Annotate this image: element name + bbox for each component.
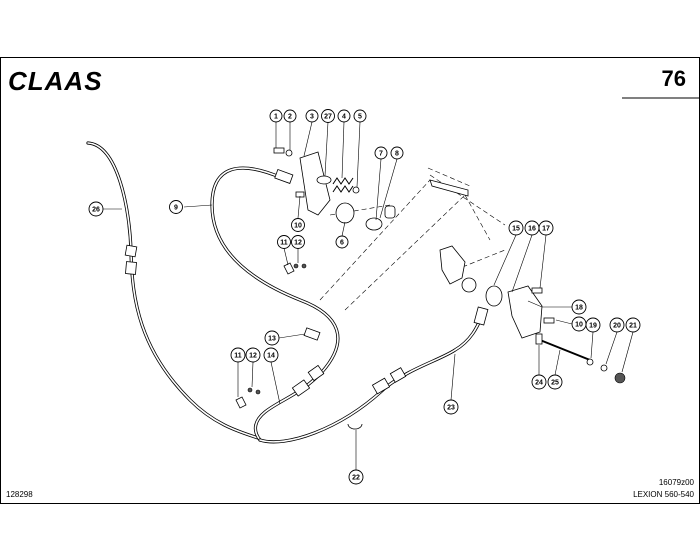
drawing-code: 128298 [6,490,33,499]
callout-16: 16 [524,220,540,236]
clip-11b [235,396,247,409]
actuator-assembly [439,245,626,384]
callout-11-lower-label: 11 [234,353,242,360]
callout-22-label: 22 [352,475,360,482]
callout-16-label: 16 [528,226,536,233]
sheet-border [0,57,700,504]
callout-7: 7 [374,146,388,160]
callout-10-upper-label: 10 [294,223,302,230]
washer-19 [586,358,594,366]
roller-6 [335,202,355,224]
callout-14-label: 14 [267,353,275,360]
cable-fittings [124,168,489,397]
bolt-1 [273,147,285,154]
circlip-5 [352,186,360,194]
callout-4: 4 [337,109,351,123]
callout-24-label: 24 [535,380,543,387]
callout-3: 3 [305,109,319,123]
callout-10-lower: 10 [571,316,587,332]
callout-21: 21 [625,317,641,333]
callout-20: 20 [609,317,625,333]
callout-11-upper: 11 [277,235,291,249]
washer-15 [461,277,477,293]
callout-17-label: 17 [542,226,550,233]
callout-27-label: 27 [324,114,332,121]
mount-bracket [429,179,469,197]
upper-linkage-assembly [273,147,469,231]
callout-21-label: 21 [629,323,637,330]
callout-11-upper-label: 11 [280,240,288,247]
callout-25-label: 25 [551,380,559,387]
cable-23 [258,314,484,444]
callout-1: 1 [269,109,283,123]
callout-15: 15 [508,220,524,236]
knob-21 [614,372,626,384]
washer-20 [600,364,608,372]
callout-9: 9 [169,200,183,214]
callout-27: 27 [321,109,335,123]
callout-12-lower: 12 [245,347,261,363]
leader-lines [103,121,634,470]
callout-8-label: 8 [395,151,399,158]
clip-11a [283,262,295,275]
callout-10-lower-label: 10 [575,322,583,329]
housing-18 [507,285,543,339]
callout-8: 8 [390,146,404,160]
callout-12-upper-label: 12 [294,240,302,247]
bracket-plate [439,245,466,285]
hose-clamp-22 [347,423,363,430]
model-label: LEXION 560-540 [633,490,694,499]
callout-15-label: 15 [512,226,520,233]
callout-23: 23 [443,399,459,415]
callout-13: 13 [264,330,280,346]
callout-5: 5 [353,109,367,123]
callout-23-label: 23 [447,405,455,412]
callout-19: 19 [585,317,601,333]
callout-17: 17 [538,220,554,236]
callout-6: 6 [335,235,349,249]
nut-10b [543,317,555,324]
clevis-24 [535,333,543,345]
callout-9-label: 9 [174,205,178,212]
callout-2: 2 [283,109,297,123]
cable-26 [86,141,260,440]
callout-12-upper: 12 [291,235,305,249]
callout-18-label: 18 [575,305,583,312]
callout-12-lower-label: 12 [249,353,257,360]
callout-26-label: 26 [92,207,100,214]
callout-1-label: 1 [274,114,278,121]
lever-plate-3 [299,151,331,216]
callout-26: 26 [88,201,104,217]
bolt-17 [531,287,543,294]
callout-25: 25 [547,374,563,390]
callout-3-label: 3 [310,114,314,121]
spring-4 [332,177,354,193]
callout-20-label: 20 [613,323,621,330]
callout-14: 14 [263,347,279,363]
callout-10-upper: 10 [291,218,305,232]
page-number: 76 [662,66,686,91]
callout-7-label: 7 [379,151,383,158]
disc-8 [365,217,383,231]
callout-11-lower: 11 [230,347,246,363]
roller-16 [485,285,503,307]
callout-19-label: 19 [589,323,597,330]
callout-6-label: 6 [340,240,344,247]
loose-clips [235,262,363,430]
callout-5-label: 5 [358,114,362,121]
ring-27 [316,175,332,185]
callout-13-label: 13 [268,336,276,343]
threaded-rod-25 [539,339,591,361]
brand-logo: CLAAS [8,66,103,96]
pin [384,205,396,219]
callout-2-label: 2 [288,114,292,121]
callout-18: 18 [571,299,587,315]
figure-code: 16079z00 [659,478,695,487]
callout-4-label: 4 [342,114,346,121]
washer-2 [285,149,293,157]
callout-22: 22 [348,469,364,485]
callout-24: 24 [531,374,547,390]
